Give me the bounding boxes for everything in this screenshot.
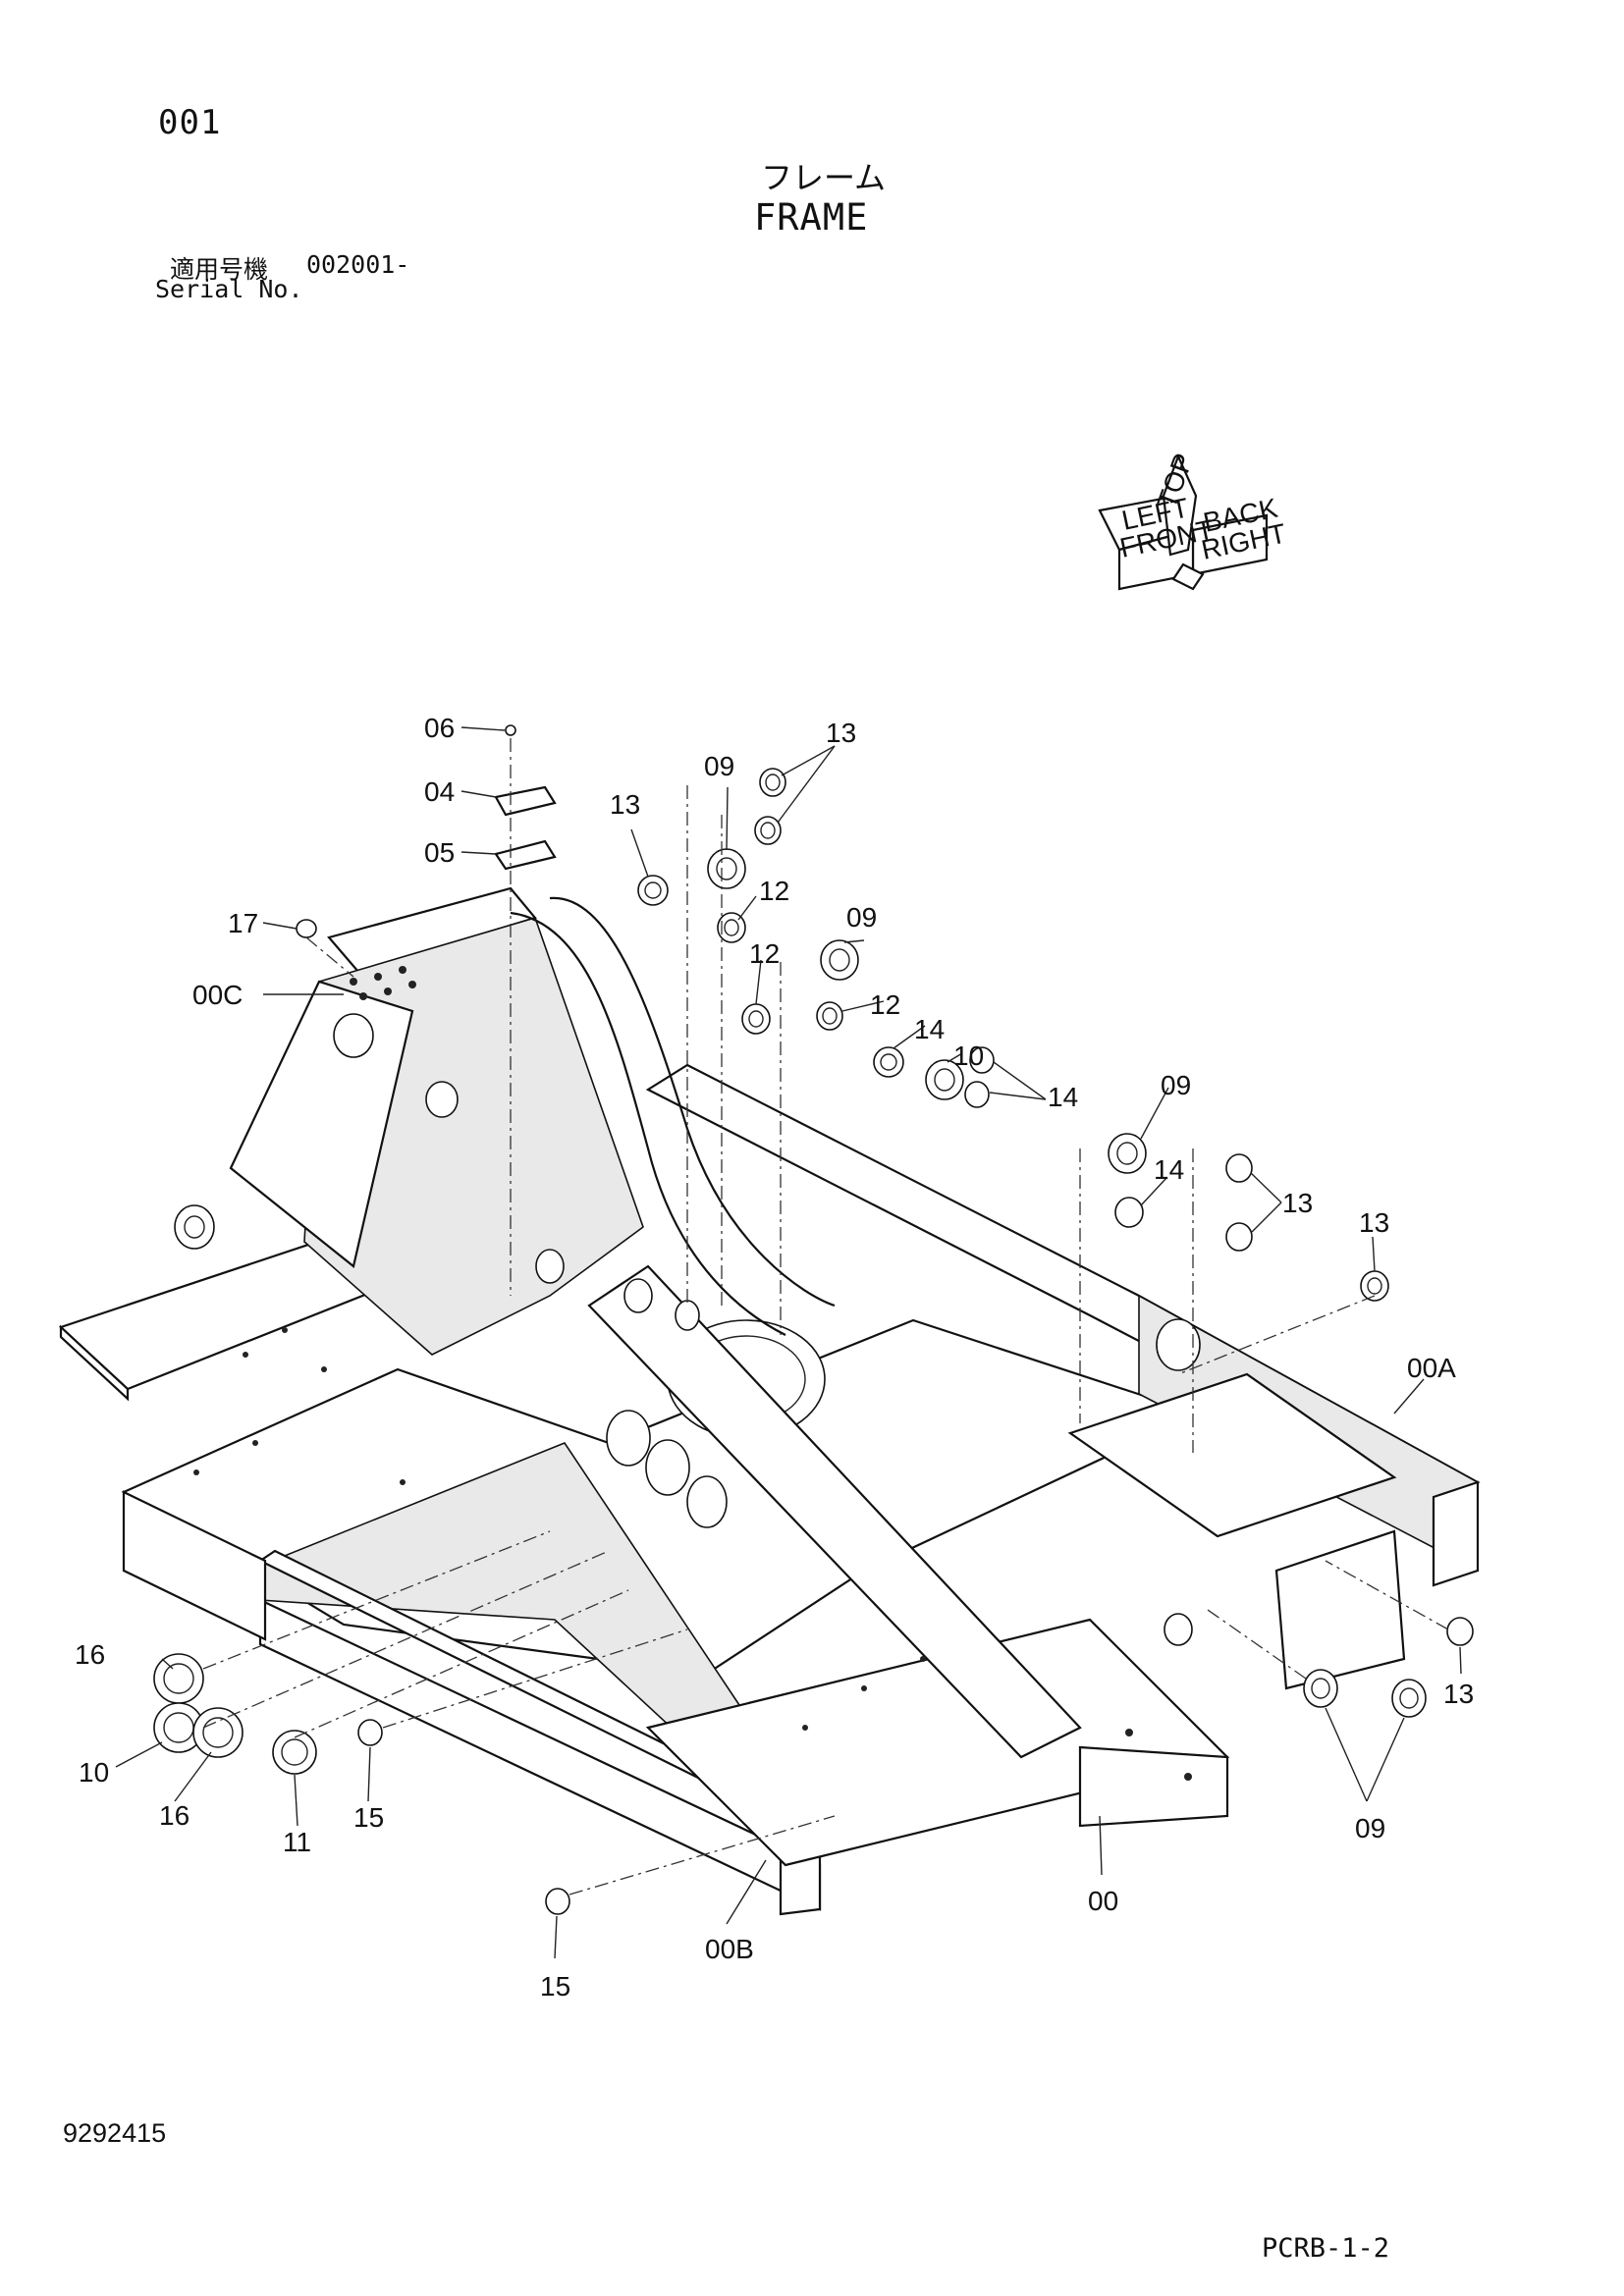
callout-10-a: 10 (953, 1041, 984, 1071)
page-number: 001 (158, 103, 222, 142)
callout-13-d: 13 (1359, 1207, 1389, 1238)
callout-13-c: 13 (1282, 1188, 1313, 1218)
callout-12-a: 12 (759, 876, 789, 906)
callout-00C: 00C (192, 980, 243, 1010)
leader-lines (115, 726, 1462, 1959)
title-english: FRAME (754, 196, 869, 239)
callout-12-b: 12 (749, 938, 780, 969)
callout-16-b: 16 (159, 1800, 189, 1831)
callout-00B: 00B (705, 1934, 754, 1964)
callout-13-a: 13 (610, 789, 640, 820)
callout-11: 11 (283, 1827, 311, 1857)
callout-10-b: 10 (79, 1757, 109, 1788)
callout-00: 00 (1088, 1886, 1118, 1916)
drawing-number: 9292415 (63, 2118, 167, 2148)
page-reference: PCRB-1-2 (1262, 2233, 1390, 2264)
orientation-cube-icon: FRONT TOP RIGHT BACK LEFT (1098, 450, 1288, 591)
serial-label-english: Serial No. (155, 275, 303, 303)
frame-assembly (58, 886, 1481, 1916)
callout-09-d: 09 (1355, 1813, 1385, 1843)
callout-14-b: 14 (1048, 1082, 1078, 1112)
serial-value: 002001- (306, 250, 410, 279)
callout-12-c: 12 (870, 989, 900, 1020)
callout-09-c: 09 (1161, 1070, 1191, 1100)
callout-16-a: 16 (75, 1639, 105, 1670)
callout-00A: 00A (1407, 1353, 1456, 1383)
callout-09-a: 09 (704, 751, 734, 781)
callout-06: 06 (424, 713, 455, 743)
callout-09-b: 09 (846, 902, 877, 933)
callout-04: 04 (424, 776, 455, 807)
title-japanese: フレーム (761, 160, 887, 195)
callout-15-b: 15 (540, 1971, 570, 2002)
callout-14-a: 14 (914, 1014, 945, 1044)
callout-13-e: 13 (1443, 1679, 1474, 1709)
callout-13-b: 13 (826, 718, 856, 748)
callout-17: 17 (228, 908, 258, 938)
loose-parts (153, 724, 1474, 1915)
callout-14-c: 14 (1154, 1154, 1184, 1185)
callout-15-a: 15 (353, 1802, 384, 1833)
callout-labels: 06 04 05 17 00C 13 09 13 12 12 09 12 14 … (75, 713, 1474, 2002)
callout-05: 05 (424, 837, 455, 868)
serial-label-japanese: 適用号機 (170, 256, 269, 284)
